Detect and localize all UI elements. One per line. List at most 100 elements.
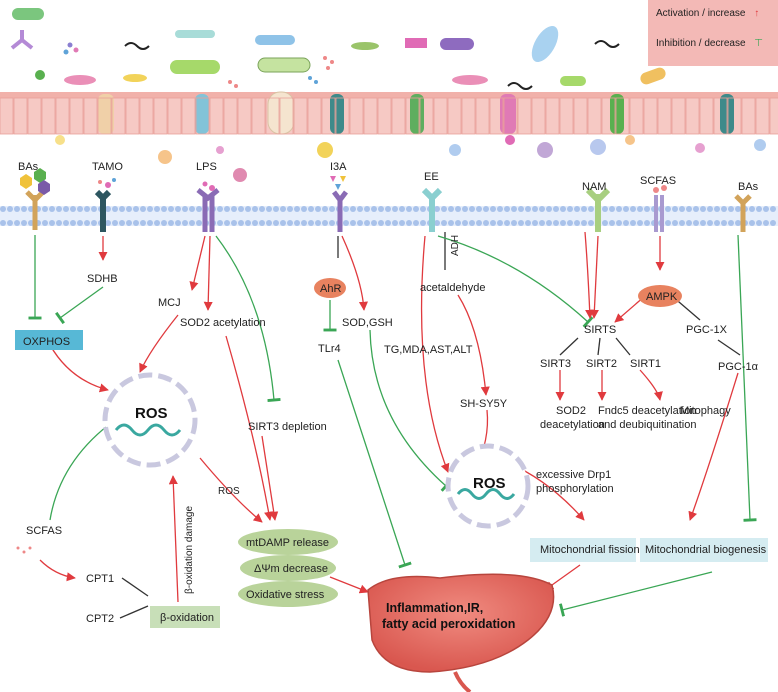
ros-right <box>445 443 531 529</box>
epithelial-cell <box>97 97 112 135</box>
phospholipid-head <box>483 220 489 226</box>
phospholipid-head <box>665 220 671 226</box>
phospholipid-head <box>686 206 692 212</box>
epithelial-cell <box>293 97 308 135</box>
phospholipid-head <box>623 220 629 226</box>
label-pgc1x: PGC-1X <box>686 324 728 336</box>
label-dpsi: ΔΨm decrease <box>254 563 328 575</box>
phospholipid-head <box>56 206 62 212</box>
phospholipid-head <box>406 220 412 226</box>
phospholipid-head <box>511 220 517 226</box>
phospholipid-head <box>126 206 132 212</box>
epithelial-cell <box>27 97 42 135</box>
box-mito-fission <box>530 538 636 562</box>
phospholipid-head <box>609 220 615 226</box>
phospholipid-head <box>189 206 195 212</box>
phospholipid-head <box>588 206 594 212</box>
phospholipid-head <box>735 206 741 212</box>
phospholipid-head <box>679 206 685 212</box>
phospholipid-head <box>574 206 580 212</box>
phospholipid-head <box>252 206 258 212</box>
phospholipid-head <box>525 206 531 212</box>
phospholipid-head <box>147 206 153 212</box>
phospholipid-head <box>364 220 370 226</box>
epithelial-cell <box>55 97 70 135</box>
legend-inhibition-label: Inhibition / decrease <box>656 38 746 49</box>
box-mito-biogenesis <box>640 538 768 562</box>
epithelial-cell <box>545 97 560 135</box>
phospholipid-head <box>294 206 300 212</box>
epithelial-cell <box>475 97 490 135</box>
phospholipid-head <box>602 206 608 212</box>
phospholipid-head <box>231 220 237 226</box>
epithelial-cell <box>419 97 434 135</box>
phospholipid-head <box>735 220 741 226</box>
phospholipid-head <box>637 220 643 226</box>
phospholipid-head <box>749 206 755 212</box>
epithelial-cell <box>111 97 126 135</box>
phospholipid-head <box>462 206 468 212</box>
phospholipid-head <box>140 206 146 212</box>
phospholipid-head <box>532 206 538 212</box>
epithelial-cell <box>335 97 350 135</box>
epithelial-cell <box>769 97 778 135</box>
epithelial-cell <box>685 97 700 135</box>
epithelial-cell <box>657 97 672 135</box>
phospholipid-head <box>455 206 461 212</box>
phospholipid-head <box>441 220 447 226</box>
phospholipid-head <box>553 220 559 226</box>
phospholipid-head <box>385 206 391 212</box>
phospholipid-head <box>70 220 76 226</box>
phospholipid-head <box>476 206 482 212</box>
phospholipid-head <box>84 220 90 226</box>
phospholipid-head <box>399 220 405 226</box>
label-cpt2: CPT2 <box>86 613 114 625</box>
phospholipid-head <box>588 220 594 226</box>
legend-inhibition: Inhibition / decrease ⊤ <box>656 38 763 49</box>
label-fndc5-1: Fndc5 deacetylation <box>598 405 696 417</box>
label-nam: NAM <box>582 181 606 193</box>
epithelial-cell <box>363 97 378 135</box>
label-sirt3-depletion: SIRT3 depletion <box>248 421 327 433</box>
phospholipid-head <box>707 206 713 212</box>
phospholipid-head <box>273 220 279 226</box>
phospholipid-head <box>392 206 398 212</box>
epithelial-cell <box>265 97 280 135</box>
phospholipid-head <box>91 220 97 226</box>
label-drp1-1: excessive Drp1 <box>536 469 611 481</box>
phospholipid-head <box>602 220 608 226</box>
box-beta-oxidation <box>150 606 220 628</box>
phospholipid-head <box>217 220 223 226</box>
phospholipid-head <box>189 220 195 226</box>
phospholipid-head <box>252 220 258 226</box>
phospholipid-head <box>7 220 13 226</box>
phospholipid-head <box>567 206 573 212</box>
phospholipid-head <box>546 206 552 212</box>
phospholipid-head <box>133 206 139 212</box>
phospholipid-head <box>161 206 167 212</box>
phospholipid-head <box>287 220 293 226</box>
phospholipid-head <box>434 206 440 212</box>
phospholipid-head <box>238 206 244 212</box>
phospholipid-head <box>623 206 629 212</box>
phospholipid-head <box>168 206 174 212</box>
epithelial-cell <box>139 97 154 135</box>
label-beta-damage: β-oxidation damage <box>184 506 195 594</box>
label-bas-left: BAs <box>18 161 39 173</box>
phospholipid-head <box>644 220 650 226</box>
phospholipid-head <box>448 206 454 212</box>
label-sod2-acetylation: SOD2 acetylation <box>180 317 266 329</box>
epithelial-cell <box>587 97 602 135</box>
phospholipid-head <box>315 206 321 212</box>
label-liver-1: Inflammation,IR, <box>386 601 483 615</box>
epithelial-cell <box>461 97 476 135</box>
phospholipid-head <box>133 220 139 226</box>
epithelial-cell <box>489 97 504 135</box>
phospholipid-head <box>105 206 111 212</box>
receptor-ee <box>421 187 443 232</box>
phospholipid-head <box>238 220 244 226</box>
epithelial-cell <box>671 97 686 135</box>
epithelial-cell <box>279 97 294 135</box>
inhibit-bar-icon: ⊤ <box>754 38 764 49</box>
phospholipid-head <box>266 220 272 226</box>
